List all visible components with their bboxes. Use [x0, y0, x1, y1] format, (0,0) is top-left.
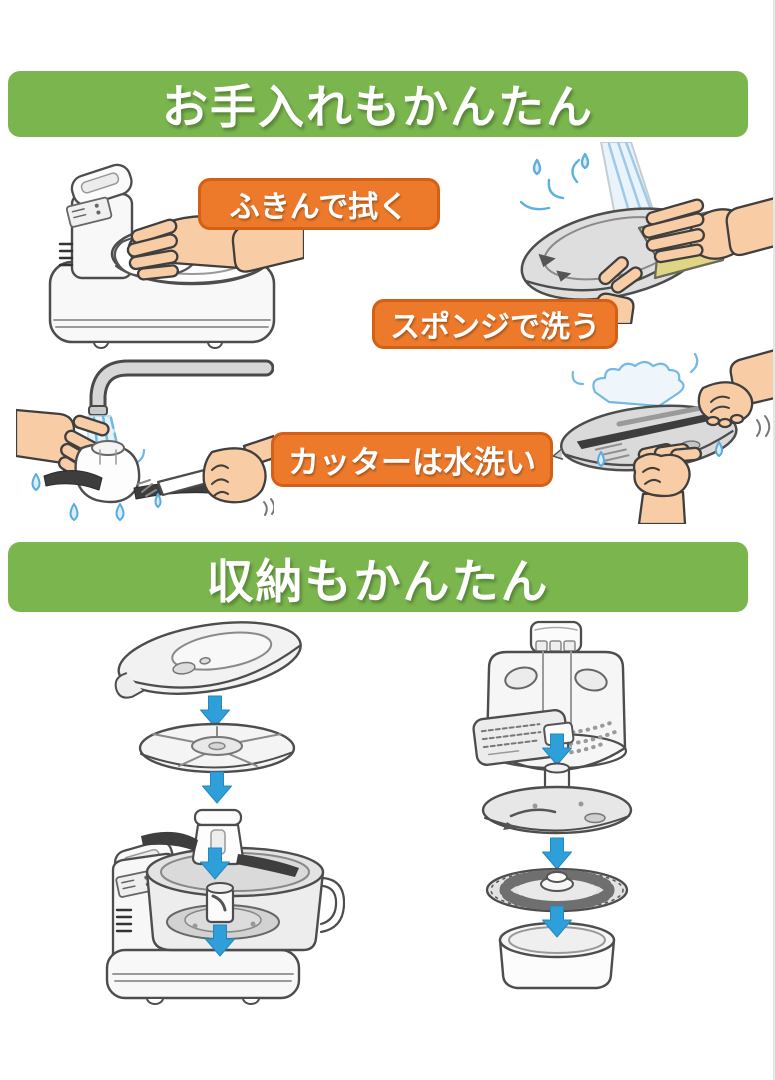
pusher-handle-part	[529, 620, 583, 654]
care-section-title: お手入れもかんたん	[162, 80, 594, 134]
storage-section-banner: 収納もかんたん	[8, 542, 748, 612]
hand-holding-disc	[632, 442, 703, 524]
hand-scrubbing	[697, 348, 775, 429]
faucet	[88, 359, 274, 416]
down-arrow-icon	[205, 924, 235, 957]
care-step-label-wipe-text: ふきんで拭く	[229, 190, 409, 225]
spatula-plate-part	[138, 722, 296, 774]
care-step-label-sponge: スポンジで洗う	[372, 299, 618, 349]
main-unit	[105, 839, 345, 1005]
slicing-disc-part	[481, 762, 633, 835]
wash-disc-illustration	[552, 348, 775, 524]
wipe-body-with-cloth-illustration	[48, 163, 304, 349]
care-step-label-sponge-text: スポンジで洗う	[390, 310, 600, 345]
fist-holding-brush	[202, 434, 274, 504]
lid-part	[114, 621, 302, 699]
down-arrow-icon	[542, 837, 572, 870]
care-step-label-wipe: ふきんで拭く	[198, 178, 440, 230]
accessory-container-exploded-diagram	[472, 620, 633, 990]
down-arrow-icon	[542, 733, 572, 766]
water-splash-icon	[519, 152, 590, 211]
water-drip-icons	[597, 441, 723, 467]
motion-lines	[756, 415, 771, 437]
care-section-banner: お手入れもかんたん	[8, 71, 748, 137]
shredding-disc-part	[485, 867, 629, 913]
water-drip-icons	[31, 473, 162, 521]
photo-edge-line	[773, 0, 775, 1080]
down-arrow-icon	[200, 847, 230, 880]
water-splash-icon	[571, 352, 699, 408]
storage-section-title: 収納もかんたん	[206, 554, 550, 610]
care-step-label-cutter: カッターは水洗い	[271, 432, 553, 487]
down-arrow-icon	[200, 695, 230, 728]
down-arrow-icon	[202, 771, 232, 804]
cutter-blade-part	[141, 808, 299, 877]
care-step-label-cutter-text: カッターは水洗い	[288, 445, 536, 481]
hand-scrubbing	[641, 196, 775, 264]
food-processor-exploded-diagram	[105, 621, 345, 1005]
rinse-cutter-under-tap-illustration	[16, 359, 274, 521]
motion-lines	[263, 498, 274, 516]
down-arrow-icon	[542, 905, 572, 938]
wash-lid-with-sponge-illustration	[519, 142, 775, 324]
